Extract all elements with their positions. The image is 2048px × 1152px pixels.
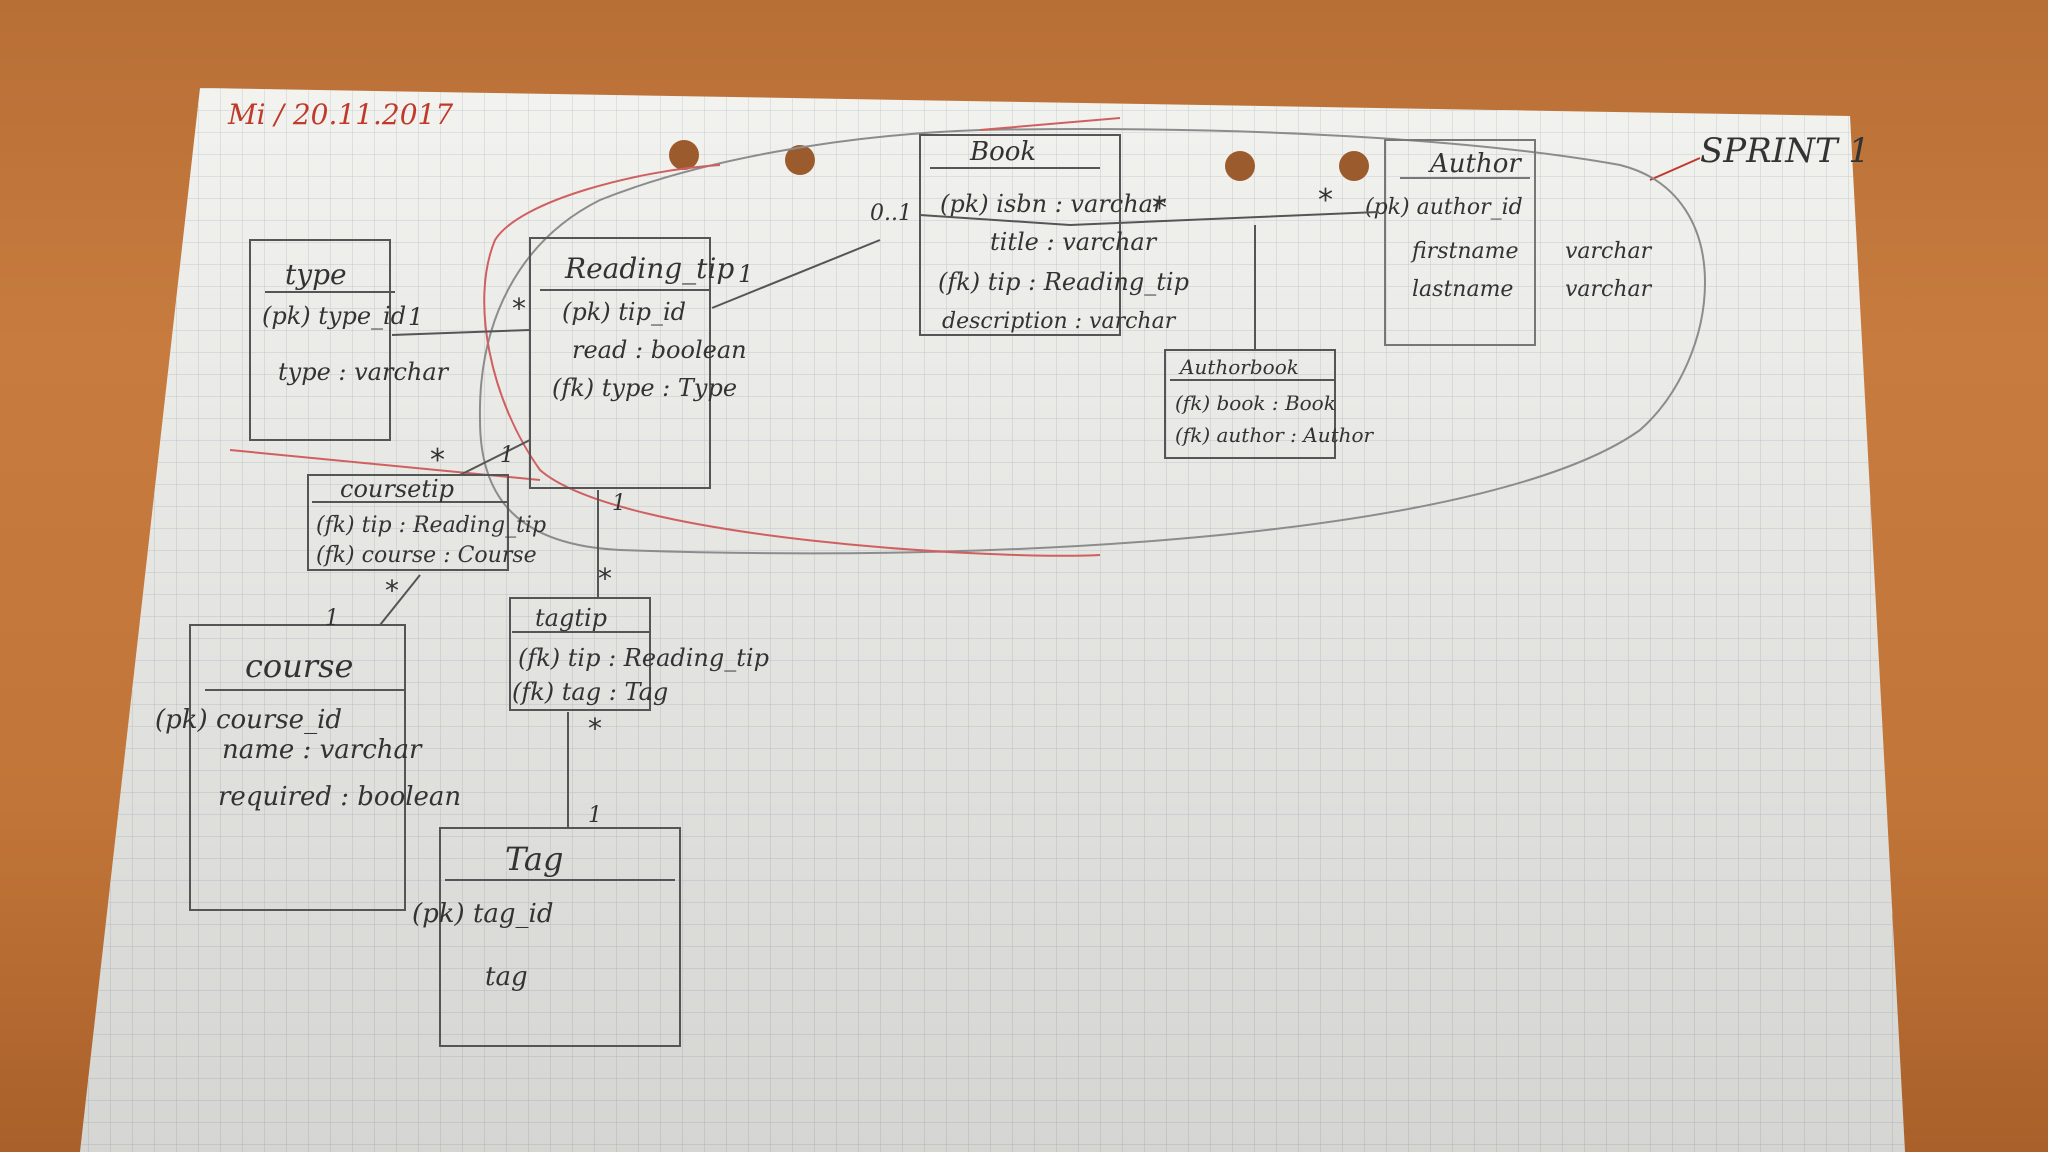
- entity-field: (pk) type_id: [262, 302, 406, 330]
- sprint-scope-red: [483, 164, 1101, 557]
- entity-course: course (pk) course_id name : varchar req…: [155, 624, 461, 911]
- entity-field: (pk) tip_id: [562, 298, 686, 326]
- entity-title: course: [245, 647, 353, 685]
- entity-field: (fk) tip : Reading_tip: [518, 644, 769, 672]
- entity-field: name : varchar: [222, 735, 423, 765]
- entity-field-type: varchar: [1565, 239, 1653, 264]
- multiplicity-label: 1: [500, 443, 514, 468]
- multiplicity-label: 1: [408, 303, 423, 331]
- entity-field: (fk) type : Type: [552, 374, 737, 402]
- entity-field: (pk) author_id: [1365, 195, 1523, 220]
- entity-reading-tip: Reading_tip (pk) tip_id read : boolean (…: [529, 237, 747, 489]
- entity-book: Book (pk) isbn : varchar title : varchar…: [919, 134, 1189, 336]
- entity-field: type : varchar: [278, 358, 450, 386]
- entity-author: Author (pk) author_id firstname lastname…: [1365, 139, 1653, 346]
- entity-coursetip: coursetip (fk) tip : Reading_tip (fk) co…: [307, 474, 546, 571]
- multiplicity-label: *: [598, 562, 612, 595]
- date-label: Mi / 20.11.2017: [227, 98, 453, 131]
- entity-field: title : varchar: [990, 228, 1158, 256]
- entity-tag: Tag (pk) tag_id tag: [412, 827, 681, 1047]
- entity-title: Tag: [505, 840, 563, 878]
- entity-field: (fk) tag : Tag: [512, 678, 668, 706]
- multiplicity-labels: 1 * 1 0..1 * * * 1 1 * 1 * * 1: [325, 183, 1333, 828]
- entity-field: (fk) tip : Reading_tip: [316, 513, 546, 538]
- sprint-label: SPRINT 1: [1700, 131, 1870, 171]
- multiplicity-label: *: [512, 292, 526, 325]
- relationship-lines: [379, 211, 1379, 828]
- multiplicity-label: 1: [612, 491, 626, 516]
- entity-field: tag: [485, 962, 528, 992]
- entity-title: Book: [969, 137, 1036, 167]
- entity-title: coursetip: [340, 475, 454, 503]
- sprint-scope-outline: [478, 128, 1706, 555]
- multiplicity-label: *: [588, 712, 602, 745]
- entity-title: type: [285, 258, 347, 291]
- entity-field: required : boolean: [218, 782, 461, 812]
- punch-holes: [669, 140, 1369, 181]
- entity-field-type: varchar: [1565, 277, 1653, 302]
- entity-field: description : varchar: [942, 309, 1177, 334]
- multiplicity-label: *: [385, 574, 399, 607]
- entity-title: tagtip: [535, 604, 607, 632]
- entity-field: (fk) tip : Reading_tip: [938, 268, 1189, 296]
- multiplicity-label: *: [1318, 183, 1333, 218]
- entity-field: read : boolean: [572, 336, 747, 364]
- entity-field: (fk) author : Author: [1175, 423, 1375, 447]
- entity-title: Author: [1428, 149, 1522, 179]
- entity-field: (pk) course_id: [155, 705, 342, 735]
- entity-field: (fk) book : Book: [1175, 391, 1336, 415]
- multiplicity-label: 1: [325, 606, 339, 631]
- multiplicity-label: 1: [588, 803, 602, 828]
- multiplicity-label: *: [430, 443, 445, 478]
- entity-title: Authorbook: [1178, 355, 1299, 379]
- entity-authorbook: Authorbook (fk) book : Book (fk) author …: [1164, 349, 1375, 459]
- multiplicity-label: 0..1: [870, 201, 912, 226]
- multiplicity-label: *: [1152, 191, 1167, 226]
- entity-title: Reading_tip: [564, 252, 734, 285]
- entity-tagtip: tagtip (fk) tip : Reading_tip (fk) tag :…: [509, 597, 769, 711]
- entity-field: (pk) isbn : varchar: [940, 190, 1166, 218]
- multiplicity-label: 1: [738, 260, 753, 288]
- entity-field: (fk) course : Course: [316, 543, 537, 568]
- entity-type: type (pk) type_id type : varchar: [249, 239, 450, 441]
- entity-field: lastname: [1412, 277, 1513, 302]
- entity-field: firstname: [1410, 239, 1519, 264]
- sprint-pointer: [1649, 157, 1701, 181]
- entity-field: (pk) tag_id: [412, 899, 554, 929]
